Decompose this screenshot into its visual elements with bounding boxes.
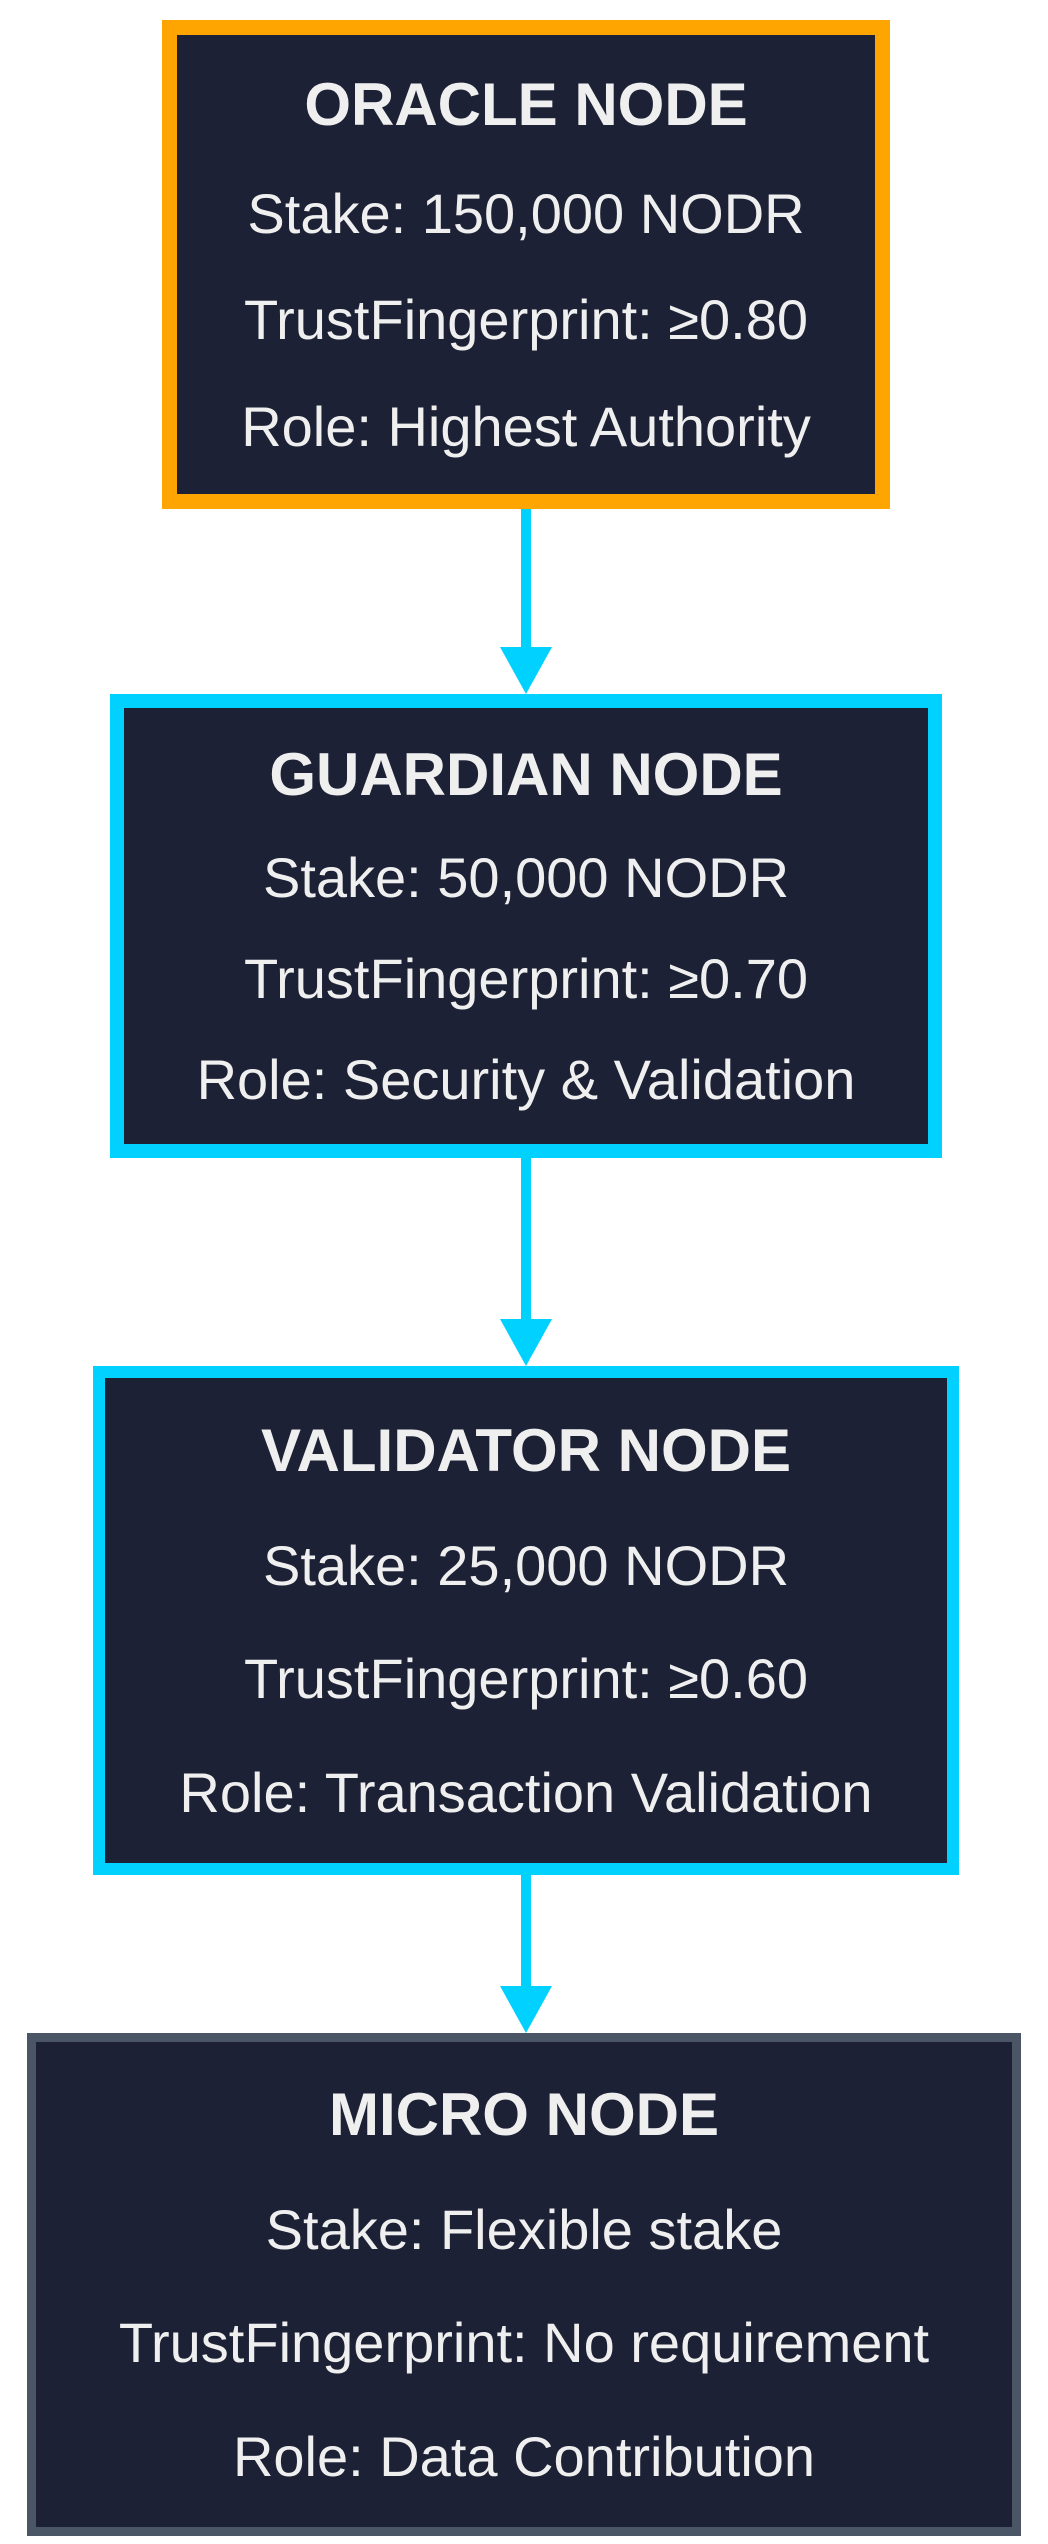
validator-node-title: VALIDATOR NODE [260,1416,791,1484]
oracle-node-box: ORACLE NODE Stake: 150,000 NODR TrustFin… [162,20,890,509]
arrow-line [521,509,531,649]
validator-node-box: VALIDATOR NODE Stake: 25,000 NODR TrustF… [93,1366,959,1875]
validator-node-role: Role: Transaction Validation [179,1760,873,1824]
validator-node-stake: Stake: 25,000 NODR [262,1534,790,1598]
guardian-node-title: GUARDIAN NODE [269,740,783,808]
arrow-head-icon [500,1319,552,1366]
guardian-node-role: Role: Security & Validation [196,1047,856,1111]
oracle-node-role: Role: Highest Authority [241,394,811,458]
arrow-head-icon [500,647,552,694]
arrow-line [521,1158,531,1321]
oracle-node-trustfingerprint: TrustFingerprint: ≥0.80 [244,288,808,352]
micro-node-trustfingerprint: TrustFingerprint: No requirement [118,2311,930,2375]
arrow-head-icon [500,1986,552,2033]
guardian-node-trustfingerprint: TrustFingerprint: ≥0.70 [244,946,808,1010]
micro-node-title: MICRO NODE [329,2080,719,2148]
micro-node-role: Role: Data Contribution [232,2424,816,2488]
arrow-validator-to-micro [496,1875,556,2033]
validator-node-trustfingerprint: TrustFingerprint: ≥0.60 [244,1647,808,1711]
oracle-node-title: ORACLE NODE [304,70,748,138]
guardian-node-box: GUARDIAN NODE Stake: 50,000 NODR TrustFi… [110,694,942,1158]
oracle-node-stake: Stake: 150,000 NODR [247,181,805,245]
micro-node-stake: Stake: Flexible stake [265,2198,783,2262]
arrow-line [521,1875,531,1988]
guardian-node-stake: Stake: 50,000 NODR [262,845,790,909]
arrow-guardian-to-validator [496,1158,556,1366]
micro-node-box: MICRO NODE Stake: Flexible stake TrustFi… [27,2033,1021,2536]
arrow-oracle-to-guardian [496,509,556,694]
